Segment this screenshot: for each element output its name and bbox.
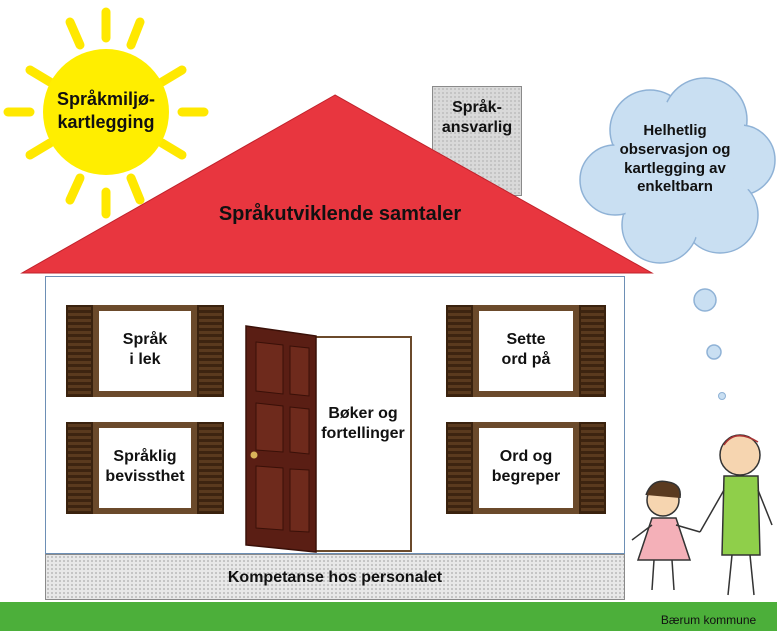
window-pane [93, 422, 197, 514]
roof-label: Språkutviklende samtaler [218, 203, 462, 225]
chimney-label: Språk- ansvarlig [441, 99, 513, 136]
cloud-label: Helhetlig observasjon og kartlegging av … [619, 122, 731, 196]
door-label: Bøker og fortellinger [321, 405, 405, 442]
foundation-label: Kompetanse hos personalet [227, 569, 443, 586]
shutter-right [197, 305, 224, 397]
grass-strip [0, 602, 777, 631]
window-top-left [66, 305, 224, 397]
window-bottom-left-label: Språklig bevissthet [105, 448, 185, 485]
shutter-left [446, 305, 473, 397]
window-pane [473, 305, 579, 397]
window-pane [473, 422, 579, 514]
window-top-right [446, 305, 606, 397]
window-bottom-right-label: Ord og begreper [491, 448, 561, 485]
window-top-right-label: Sette ord på [501, 331, 551, 368]
shutter-left [446, 422, 473, 514]
shutter-right [197, 422, 224, 514]
window-top-left-label: Språk i lek [122, 331, 168, 368]
shutter-right [579, 422, 606, 514]
shutter-left [66, 422, 93, 514]
sun-label: Språkmiljø- kartlegging [56, 89, 156, 132]
door-frame [314, 336, 412, 552]
window-bottom-left [66, 422, 224, 514]
shutter-left [66, 305, 93, 397]
shutter-right [579, 305, 606, 397]
window-bottom-right [446, 422, 606, 514]
credit-text: Bærum kommune [660, 613, 757, 627]
foundation [45, 554, 625, 600]
window-pane [93, 305, 197, 397]
